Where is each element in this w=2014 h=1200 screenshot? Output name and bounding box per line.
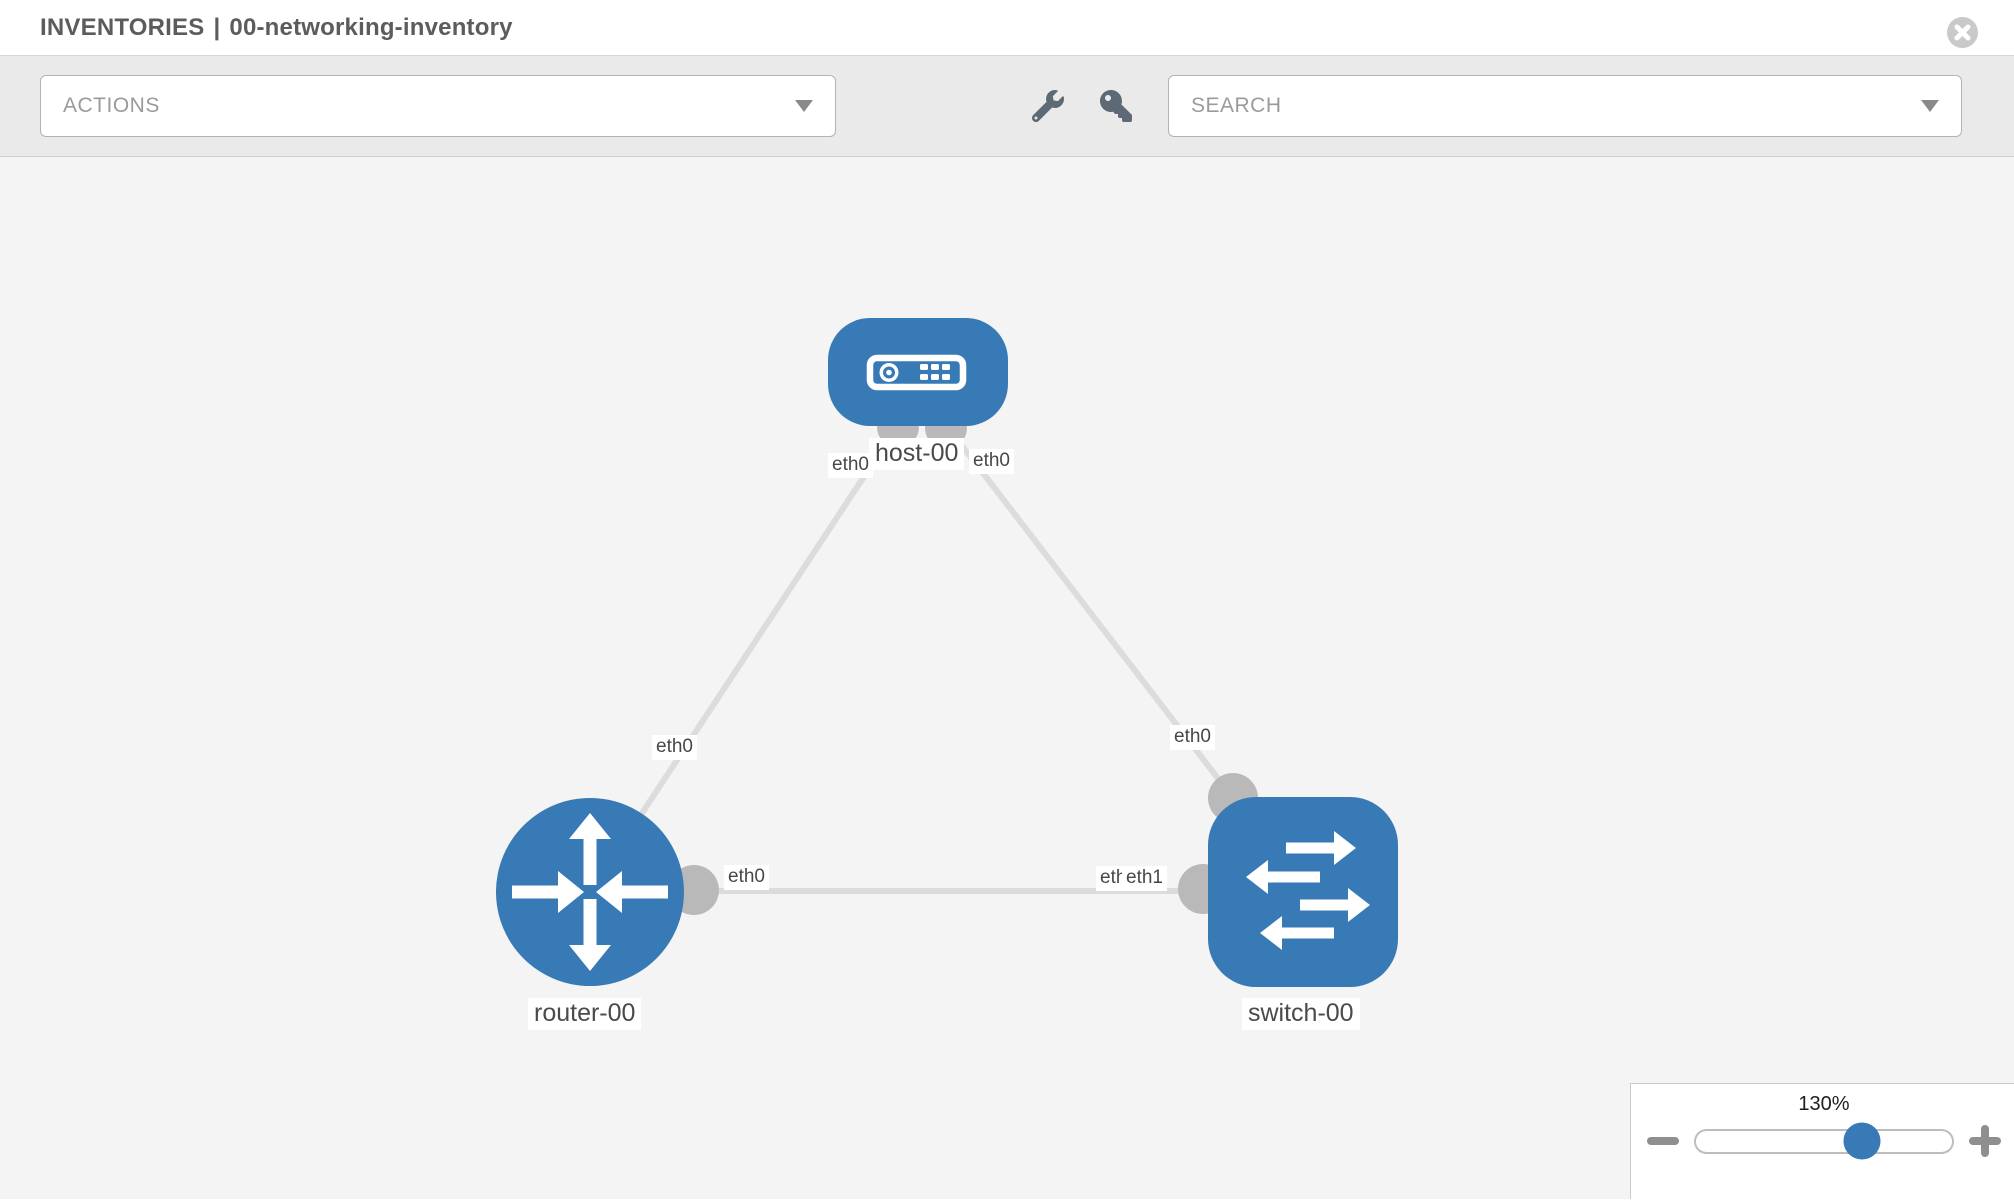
interface-label: eth0 bbox=[652, 735, 697, 760]
interface-label: eth1 bbox=[1122, 866, 1167, 891]
node-router[interactable] bbox=[496, 798, 684, 986]
zoom-level: 130% bbox=[1798, 1093, 1850, 1115]
breadcrumb-section: INVENTORIES bbox=[40, 13, 205, 41]
zoom-out-icon[interactable] bbox=[1647, 1137, 1679, 1145]
node-label-switch: switch-00 bbox=[1242, 998, 1360, 1030]
interface-label: eth0 bbox=[1170, 725, 1215, 750]
breadcrumb-separator: | bbox=[213, 13, 221, 41]
wrench-icon[interactable] bbox=[1032, 90, 1064, 122]
node-switch[interactable] bbox=[1208, 797, 1398, 987]
toolbar-icons bbox=[1032, 90, 1132, 122]
key-icon[interactable] bbox=[1100, 90, 1132, 122]
search-box[interactable] bbox=[1168, 75, 1962, 137]
node-label-router: router-00 bbox=[528, 998, 642, 1030]
actions-dropdown[interactable]: ACTIONS bbox=[40, 75, 836, 137]
breadcrumb-item: 00-networking-inventory bbox=[229, 13, 513, 41]
search-input[interactable] bbox=[1191, 94, 1921, 118]
zoom-panel: 130% bbox=[1630, 1083, 2014, 1199]
node-host[interactable] bbox=[828, 318, 1008, 426]
node-label-host: host-00 bbox=[869, 438, 965, 470]
interface-label: eth0 bbox=[969, 449, 1014, 474]
host-icon bbox=[866, 354, 967, 391]
page-header: INVENTORIES | 00-networking-inventory bbox=[0, 0, 2014, 56]
switch-icon bbox=[1246, 831, 1370, 950]
interface-label: eth0 bbox=[828, 453, 873, 478]
actions-dropdown-label: ACTIONS bbox=[63, 94, 160, 117]
zoom-in-icon[interactable] bbox=[1969, 1125, 2001, 1157]
interface-label: eth0 bbox=[724, 865, 769, 890]
zoom-slider-thumb[interactable] bbox=[1843, 1122, 1881, 1160]
topology-graph bbox=[496, 318, 1398, 987]
router-icon bbox=[512, 813, 668, 971]
close-icon[interactable] bbox=[1947, 17, 1978, 48]
zoom-slider[interactable] bbox=[1694, 1122, 1954, 1160]
topology-canvas[interactable]: eth0 eth0 host-00 eth0 eth0 eth0 eth0 et… bbox=[0, 157, 2014, 1199]
chevron-down-icon bbox=[795, 100, 813, 112]
toolbar: ACTIONS bbox=[0, 56, 2014, 157]
chevron-down-icon bbox=[1921, 100, 1939, 112]
page-title: INVENTORIES | 00-networking-inventory bbox=[40, 14, 522, 42]
